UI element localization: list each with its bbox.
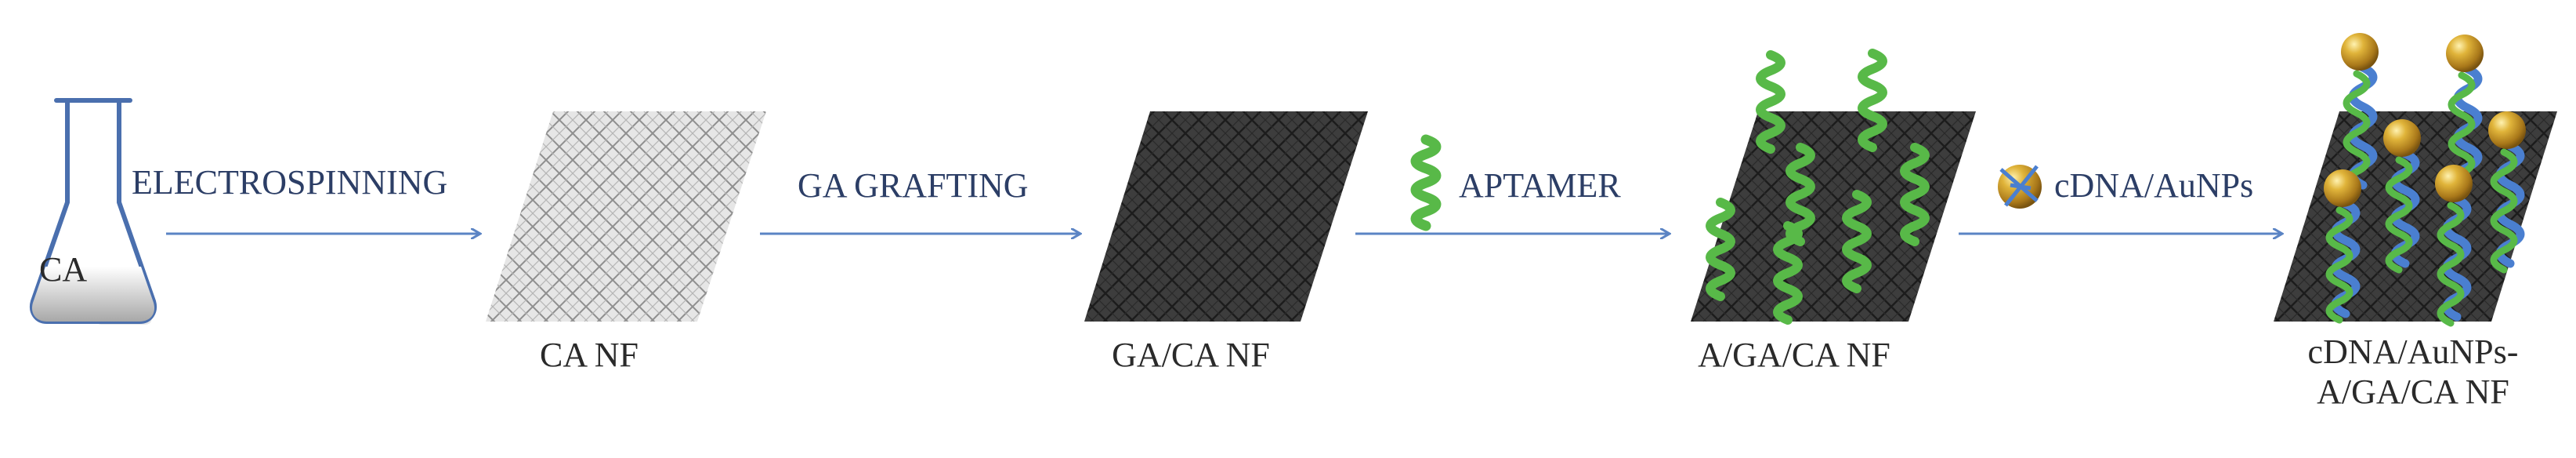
gold-nanoparticle [2324, 169, 2361, 207]
gold-nanoparticle [2488, 111, 2526, 149]
step-label-ga-grafting: GA GRAFTING [798, 166, 1029, 205]
gold-nanoparticle [2446, 35, 2484, 72]
ga-ca-nf-mat [1084, 111, 1368, 322]
material-label-final: cDNA/AuNPs- A/GA/CA NF [2308, 333, 2519, 412]
gold-nanoparticle [2383, 119, 2421, 157]
aptamer-strand [1858, 49, 1887, 152]
aptamer-strand-icon [1410, 134, 1442, 231]
aptamer-icon-strand [1410, 134, 1442, 231]
gold-nanoparticle [2341, 33, 2379, 71]
flask-label: CA [39, 250, 88, 289]
material-label-ga-ca-nf: GA/CA NF [1112, 336, 1270, 374]
aptamer-strand [1785, 143, 1815, 246]
aptamer-strand [2490, 148, 2518, 274]
aptamer-strand [2437, 202, 2465, 327]
flask-icon [30, 98, 157, 325]
aptamer-strand [1842, 190, 1872, 293]
aptamer-strand [1706, 198, 1735, 301]
aptamer-strand [1756, 50, 1785, 154]
aptamer-strand [1773, 221, 1803, 325]
step-label-aptamer: APTAMER [1459, 166, 1621, 205]
material-label-final-line2: A/GA/CA NF [2317, 372, 2509, 411]
step-label-cdna-aunps: cDNA/AuNPs [2054, 166, 2254, 205]
step-label-electrospinning: ELECTROSPINNING [132, 163, 448, 202]
material-label-final-line1: cDNA/AuNPs- [2307, 333, 2519, 371]
aptamer-strand [1900, 143, 1930, 246]
cdna-aunp-duplexes [2324, 33, 2526, 327]
material-label-ca-nf: CA NF [540, 336, 639, 374]
aptamer-strand [2325, 206, 2353, 324]
material-label-a-ga-ca-nf: A/GA/CA NF [1698, 336, 1890, 374]
aptamer-strand [2385, 156, 2413, 274]
gold-nanoparticle [2435, 165, 2473, 202]
gold-nanoparticle-icon [1998, 165, 2042, 209]
ca-nf-mat [486, 111, 766, 322]
gold-nanoparticle-icon-strand [2010, 183, 2031, 191]
aptamer-strand [2343, 70, 2371, 195]
a-ga-ca-nf-mat [1691, 111, 1976, 322]
aptamer-strands [1706, 49, 1930, 325]
cdna-aunps-a-ga-ca-nf-mat [2274, 111, 2557, 322]
